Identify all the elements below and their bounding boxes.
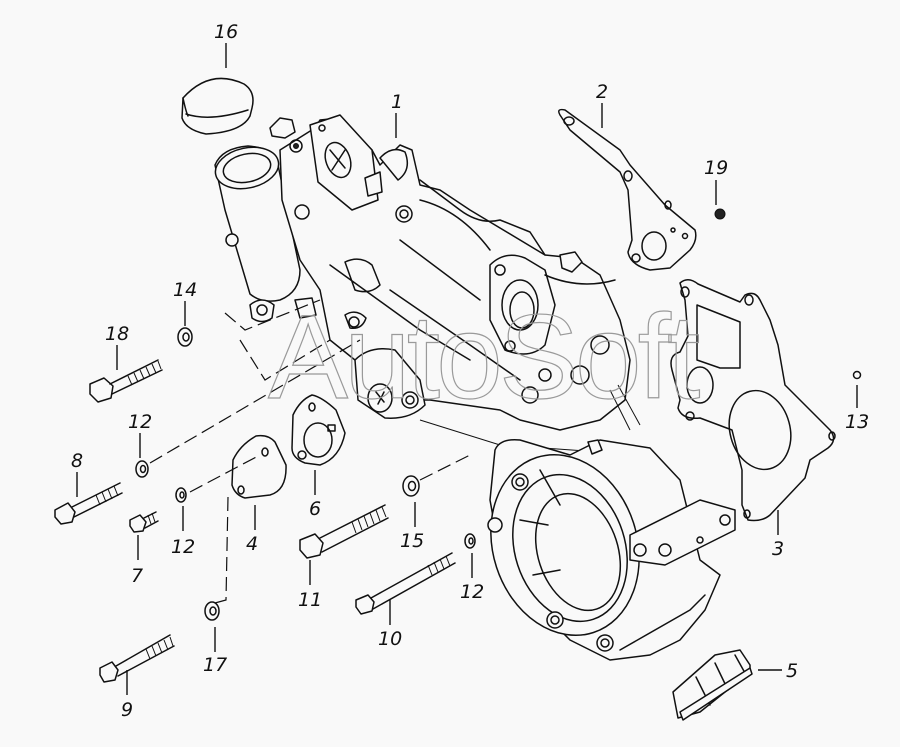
callout-2: 2 — [596, 81, 608, 103]
callout-7: 7 — [131, 565, 143, 587]
part-12-washer-a[interactable] — [135, 460, 149, 478]
callout-labels: 16 1 2 19 14 18 12 8 7 12 4 6 11 15 12 1… — [71, 21, 869, 721]
callout-5: 5 — [786, 660, 798, 682]
callout-12-c: 12 — [460, 581, 484, 603]
part-4-cover-plate[interactable] — [231, 434, 287, 499]
part-6-flange-gasket[interactable] — [291, 394, 346, 466]
part-17-pin[interactable] — [852, 370, 862, 380]
part-11-bolt[interactable] — [299, 504, 389, 559]
part-5-cap-nut[interactable] — [672, 649, 753, 721]
callout-18: 16 — [214, 21, 238, 43]
callout-6: 6 — [309, 498, 321, 520]
part-14-washer[interactable] — [402, 475, 420, 497]
callout-15: 17 — [203, 654, 227, 676]
part-19-nut[interactable] — [714, 208, 726, 220]
callout-1: 1 — [391, 91, 403, 113]
callout-11: 11 — [298, 589, 322, 611]
callout-10: 10 — [378, 628, 402, 650]
part-7-short-bolt[interactable] — [129, 511, 159, 533]
part-9-bolt[interactable] — [99, 634, 175, 683]
callout-12-b: 12 — [171, 536, 195, 558]
callout-8: 8 — [71, 450, 83, 472]
part-12-washer-c[interactable] — [464, 533, 476, 549]
part-1-housing[interactable] — [212, 114, 641, 453]
part-2-gasket-bracket[interactable] — [558, 108, 697, 271]
part-12-washer-b[interactable] — [175, 487, 187, 503]
callout-14: 15 — [400, 530, 424, 552]
part-15-flat-washer[interactable] — [204, 601, 220, 621]
part-8-bolt[interactable] — [54, 482, 123, 525]
leader-lines — [76, 43, 858, 695]
callout-4: 4 — [246, 533, 258, 555]
callout-17: 13 — [845, 411, 869, 433]
part-3-gasket[interactable] — [670, 279, 836, 522]
part-10-long-bolt[interactable] — [355, 552, 456, 615]
part-13-washer[interactable] — [177, 327, 193, 347]
watermark: AutoSoft — [268, 290, 700, 424]
callout-9: 9 — [121, 699, 133, 721]
part-18-plug-cap[interactable] — [181, 77, 254, 135]
callout-12-a: 12 — [128, 411, 152, 433]
callout-16: 18 — [105, 323, 129, 345]
callout-19: 19 — [704, 157, 728, 179]
callout-3: 3 — [772, 538, 784, 560]
assembly-lines — [149, 299, 471, 604]
part-16-stud-bolt[interactable] — [89, 359, 163, 403]
part-1-volute[interactable] — [468, 435, 736, 661]
callout-13: 14 — [173, 279, 197, 301]
